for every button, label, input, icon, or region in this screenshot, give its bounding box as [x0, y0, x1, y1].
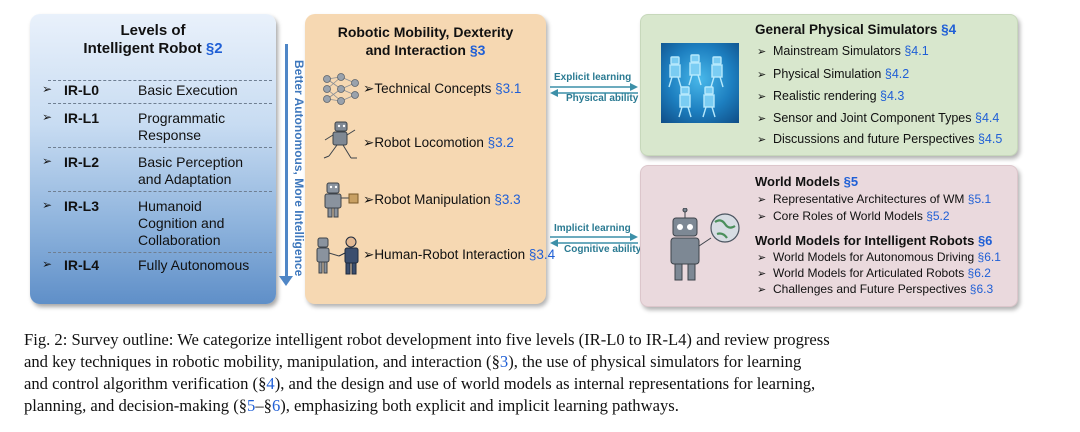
- double-arrow-icon: [550, 233, 638, 247]
- robot-arm-icon: [324, 182, 359, 218]
- arrow-bullet-icon: ➢: [757, 46, 767, 58]
- robot-handshake-icon: [316, 236, 359, 275]
- arrow-bullet-icon: ➢: [363, 135, 375, 150]
- simulators-item: ➢Sensor and Joint Component Types §4.4: [757, 111, 1000, 125]
- world-models-robots-item: ➢World Models for Autonomous Driving §6.…: [757, 250, 1001, 264]
- divider: [48, 191, 272, 192]
- arrow-bullet-icon: ➢: [757, 134, 767, 146]
- arrow-bullet-icon: ➢: [363, 192, 375, 207]
- robotic-item: ➢Technical Concepts §3.1: [363, 81, 522, 96]
- simulators-panel: General Physical Simulators §4 ➢Mainstre…: [640, 14, 1018, 156]
- divider: [48, 147, 272, 148]
- world-models-item: ➢Core Roles of World Models §5.2: [757, 209, 950, 223]
- connector-label-explicit-learning: Explicit learning: [554, 72, 632, 83]
- world-models-title: World Models §5: [755, 174, 859, 189]
- robotic-item: ➢Robot Manipulation §3.3: [363, 192, 521, 207]
- double-arrow-icon: [550, 83, 638, 97]
- levels-title-ref[interactable]: §2: [205, 40, 223, 57]
- progression-arrow: [285, 44, 288, 278]
- divider: [48, 103, 272, 104]
- connector-label-physical-ability: Physical ability: [566, 93, 639, 104]
- arrow-bullet-icon: ➢: [757, 194, 767, 206]
- robotic-title: Robotic Mobility, Dexterity and Interact…: [337, 24, 514, 58]
- world-models-robots-item: ➢Challenges and Future Perspectives §6.3: [757, 282, 994, 296]
- caption-ref-link[interactable]: 4: [266, 374, 275, 393]
- robotic-item: ➢Human-Robot Interaction §3.4: [363, 247, 556, 262]
- connector-label-implicit-learning: Implicit learning: [554, 223, 631, 234]
- robotic-panel: Robotic Mobility, Dexterity and Interact…: [305, 14, 555, 304]
- arrow-bullet-icon: ➢: [757, 284, 767, 296]
- arrow-bullet-icon: ➢: [757, 91, 767, 103]
- simulators-title: General Physical Simulators §4: [755, 22, 957, 37]
- arrow-bullet-icon: ➢: [363, 247, 375, 262]
- levels-panel: Levels of Intelligent Robot §2 ➢ IR-L0 B…: [30, 14, 276, 304]
- progression-label: Better Autonomous, More Intelligence: [292, 60, 306, 277]
- arrow-bullet-icon: ➢: [363, 81, 375, 96]
- world-models-robots-title: World Models for Intelligent Robots §6: [755, 233, 993, 248]
- running-robot-icon: [323, 121, 357, 159]
- connector-label-cognitive-ability: Cognitive ability: [564, 244, 642, 255]
- simulators-item: ➢Physical Simulation §4.2: [757, 67, 910, 81]
- caption-ref-link[interactable]: 3: [499, 352, 509, 371]
- simulators-item: ➢Realistic rendering §4.3: [757, 89, 905, 103]
- divider: [48, 80, 272, 81]
- caption-ref-link[interactable]: 5: [247, 396, 256, 415]
- arrow-down-icon: [279, 276, 293, 286]
- arrow-bullet-icon: ➢: [42, 198, 53, 212]
- arrow-bullet-icon: ➢: [42, 82, 53, 96]
- robotic-title-ref[interactable]: §3: [469, 42, 486, 58]
- arrow-bullet-icon: ➢: [42, 257, 53, 271]
- simulated-walking-robots-icon: [661, 43, 739, 123]
- simulators-item: ➢Discussions and future Perspectives §4.…: [757, 132, 1003, 146]
- arrow-bullet-icon: ➢: [42, 110, 53, 124]
- world-models-robots-item: ➢World Models for Articulated Robots §6.…: [757, 266, 991, 280]
- network-icon: [323, 73, 359, 105]
- robot-with-globe-icon: [670, 208, 740, 281]
- arrow-bullet-icon: ➢: [42, 154, 53, 168]
- world-models-item: ➢Representative Architectures of WM §5.1: [757, 192, 992, 206]
- robotic-item: ➢Robot Locomotion §3.2: [363, 135, 514, 150]
- caption-ref-link[interactable]: 6: [271, 396, 281, 415]
- arrow-bullet-icon: ➢: [757, 252, 767, 264]
- divider: [48, 252, 272, 253]
- arrow-bullet-icon: ➢: [757, 211, 767, 223]
- arrow-bullet-icon: ➢: [757, 69, 767, 81]
- simulators-item: ➢Mainstream Simulators §4.1: [757, 44, 929, 58]
- arrow-bullet-icon: ➢: [757, 268, 767, 280]
- levels-title: Levels of Intelligent Robot §2: [83, 22, 223, 57]
- world-models-panel: World Models §5 ➢Representative Architec…: [640, 165, 1018, 307]
- figure-caption: Fig. 2: Survey outline: We categorize in…: [24, 330, 830, 415]
- arrow-bullet-icon: ➢: [757, 113, 767, 125]
